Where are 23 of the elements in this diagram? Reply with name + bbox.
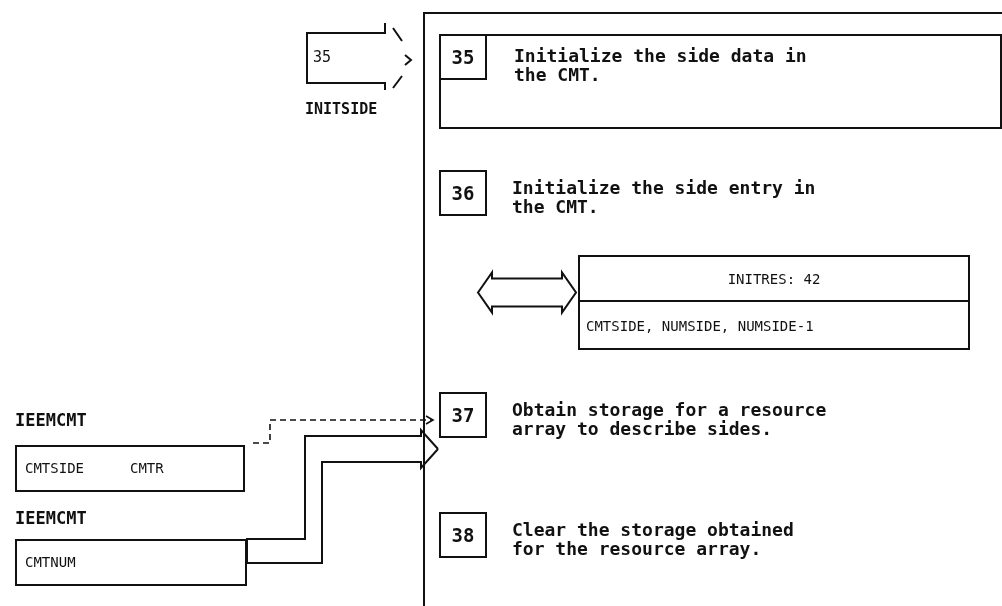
step-description: Initialize the side data in the CMT.: [514, 46, 808, 84]
module-name: INITSIDE: [305, 100, 378, 118]
dashed-arrow: [252, 415, 434, 444]
parameter-list: CMTSIDE, NUMSIDE, NUMSIDE-1: [586, 304, 814, 348]
double-arrow: [476, 269, 578, 316]
process-step-box: [439, 34, 1002, 129]
process-panel: [423, 12, 1002, 606]
arrow-number: 35: [313, 48, 332, 66]
step-number: 38: [439, 512, 487, 558]
data-area-name: IEEMCMT: [15, 508, 87, 528]
step-description: Initialize the side entry in the CMT.: [512, 178, 817, 216]
data-area-name: IEEMCMT: [15, 410, 87, 430]
hollow-arrow: [246, 427, 440, 564]
step-number: 35: [439, 34, 487, 80]
field-name: CMTR: [130, 460, 164, 476]
step-number: 36: [439, 170, 487, 216]
field-name: CMTNUM: [25, 554, 76, 570]
step-number: 37: [439, 392, 487, 438]
module-call-box: [578, 255, 970, 350]
module-name: INITRES: 42: [580, 257, 968, 302]
step-description: Clear the storage obtained for the resource array.: [512, 520, 795, 558]
step-description: Obtain storage for a resource array to describe sides.: [512, 400, 828, 438]
field-name: CMTSIDE: [25, 460, 84, 476]
